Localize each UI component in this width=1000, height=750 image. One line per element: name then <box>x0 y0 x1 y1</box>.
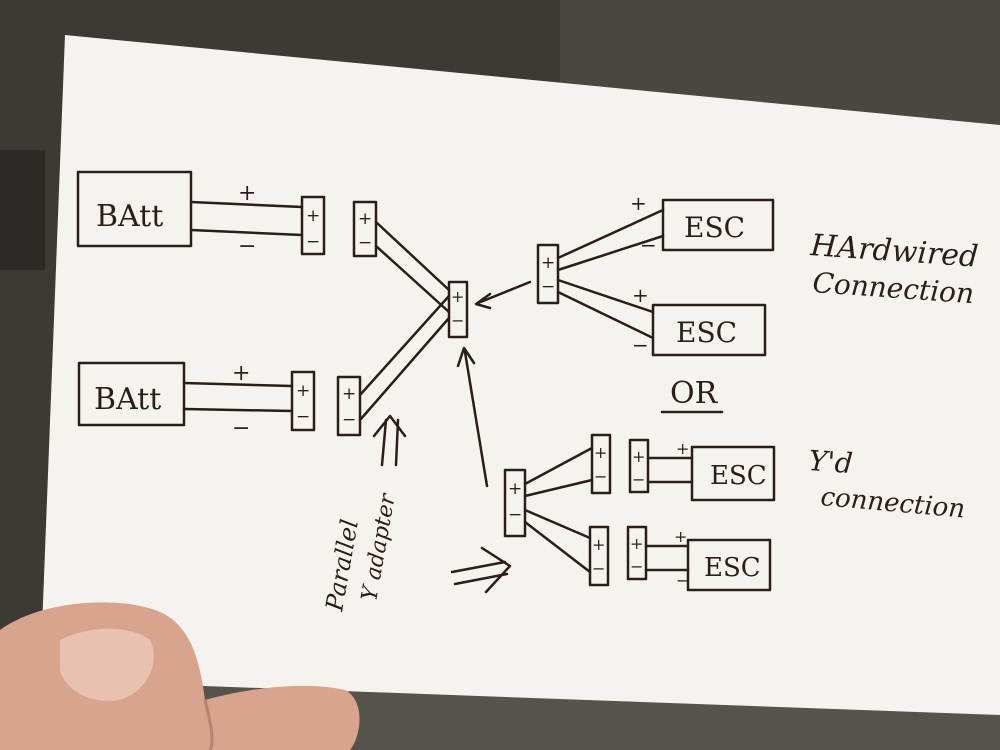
battery-2-plus: + <box>232 361 250 386</box>
arrow-yd-to-adapter <box>463 350 489 488</box>
adapter-output <box>447 280 469 339</box>
thumbnail <box>60 628 154 701</box>
esc-3-label: ESC <box>710 461 767 491</box>
yd-branch-2 <box>588 525 610 587</box>
battery-1-box <box>76 170 193 248</box>
hardwired-harness: + − + − + − ESC ESC <box>536 191 775 357</box>
esc-1-box <box>661 198 775 252</box>
esc-1-label: ESC <box>684 211 745 244</box>
esc-3-connector <box>628 438 650 494</box>
svg-text:+: + <box>358 209 372 229</box>
svg-text:−: − <box>358 233 372 253</box>
esc-2-label: ESC <box>676 316 737 349</box>
esc-4-box <box>686 538 772 592</box>
svg-text:−: − <box>640 233 657 257</box>
esc-3-box <box>690 445 776 502</box>
svg-text:+: + <box>630 191 647 215</box>
yd-harness: + − + − + − + − + ESC + − + − ESC <box>503 433 776 592</box>
svg-text:+: + <box>594 443 607 462</box>
or-label: OR <box>670 376 719 411</box>
battery-2-label: BAtt <box>94 382 161 417</box>
svg-text:−: − <box>676 571 689 590</box>
svg-text:−: − <box>541 277 555 297</box>
double-arrow-up <box>372 414 407 467</box>
yd-branch-1 <box>590 433 612 495</box>
esc-4-label: ESC <box>704 553 761 583</box>
svg-text:−: − <box>592 559 605 578</box>
battery-1: BAtt + − + − <box>76 170 326 259</box>
battery-2-connector <box>290 370 316 432</box>
hardwired-connector <box>536 243 560 305</box>
svg-text:+: + <box>306 206 320 226</box>
battery-1-connector <box>300 195 326 256</box>
svg-text:+: + <box>632 283 649 307</box>
svg-text:+: + <box>451 287 464 306</box>
hand <box>0 602 360 750</box>
svg-text:+: + <box>508 479 522 499</box>
arrow-hardwired-to-adapter <box>476 280 532 305</box>
svg-text:+: + <box>632 447 645 466</box>
parallel-y-adapter: + − + − + − <box>336 200 469 437</box>
svg-text:+: + <box>592 535 605 554</box>
battery-1-plus: + <box>238 181 256 206</box>
svg-text:−: − <box>306 232 320 252</box>
esc-4-connector <box>626 525 648 581</box>
battery-1-label: BAtt <box>96 199 163 234</box>
svg-text:−: − <box>632 333 649 357</box>
double-arrow-right <box>450 546 512 594</box>
adapter-input-2 <box>336 375 362 437</box>
svg-text:−: − <box>451 311 464 330</box>
svg-text:+: + <box>674 527 687 546</box>
svg-text:+: + <box>296 381 310 401</box>
svg-text:+: + <box>541 253 555 273</box>
adapter-input-1 <box>352 200 378 258</box>
svg-text:+: + <box>342 384 356 404</box>
yd-input-connector <box>503 468 527 538</box>
yd-label-line1: Y'd <box>808 444 854 480</box>
svg-text:+: + <box>630 534 643 553</box>
svg-text:−: − <box>594 467 607 486</box>
esc-2-box <box>651 303 767 357</box>
svg-text:−: − <box>508 505 522 525</box>
battery-2: BAtt + − + − <box>77 361 316 441</box>
battery-2-box <box>77 361 186 427</box>
battery-2-minus: − <box>232 416 250 441</box>
svg-text:−: − <box>632 470 645 489</box>
svg-text:+: + <box>676 439 689 458</box>
svg-text:−: − <box>342 410 356 430</box>
battery-1-minus: − <box>238 234 256 259</box>
shelf-shape <box>0 150 45 270</box>
arrows <box>372 280 532 594</box>
svg-text:−: − <box>296 407 310 427</box>
svg-text:−: − <box>630 557 643 576</box>
